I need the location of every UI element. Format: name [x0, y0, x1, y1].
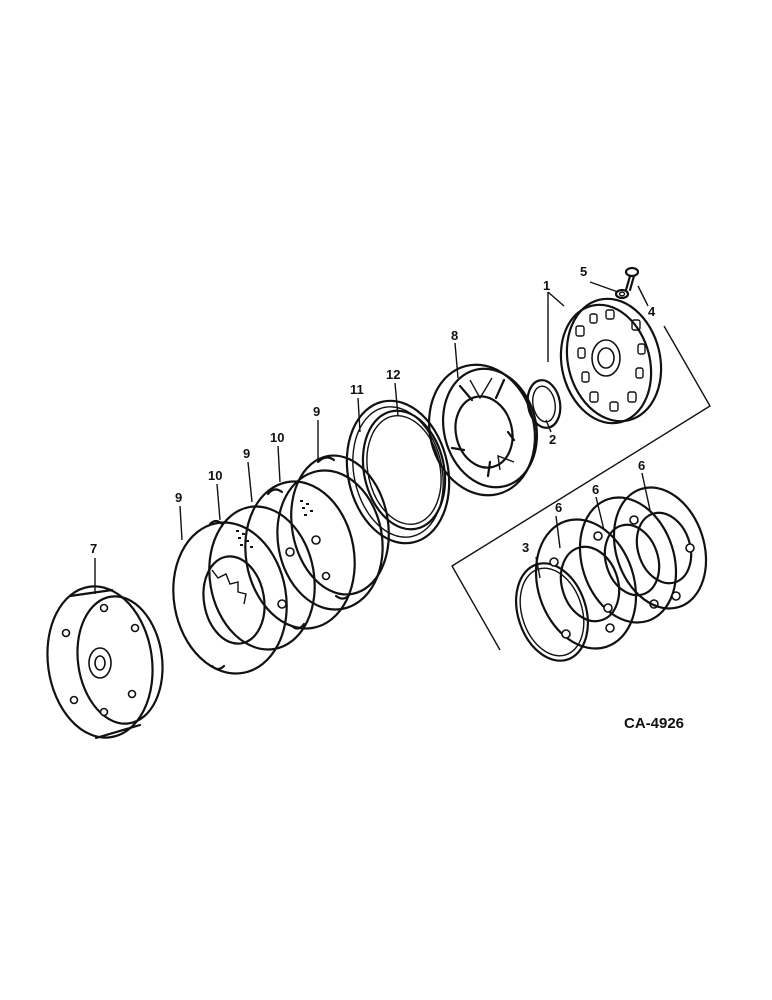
diagram-code: CA-4926: [624, 715, 684, 732]
callout-12: 12: [386, 367, 400, 382]
part-1-housing: [559, 297, 663, 425]
part-6-spacer-rear: [612, 486, 708, 610]
callout-6-middle: 6: [592, 482, 599, 497]
part-4-bolt: [624, 266, 640, 292]
callout-1: 1: [543, 278, 550, 293]
part-6-spacer-front: [534, 518, 638, 650]
callout-2: 2: [549, 432, 556, 447]
part-9-plate-front: [172, 519, 288, 675]
callout-3: 3: [522, 540, 529, 555]
callout-6-rear: 6: [638, 458, 645, 473]
part-3-o-ring: [515, 562, 589, 662]
part-6-spacer-middle: [578, 496, 678, 624]
callout-6-front: 6: [555, 500, 562, 515]
part-9-plate-rear: [290, 454, 390, 600]
callout-9-rear: 9: [313, 404, 320, 419]
callout-10-front: 10: [208, 468, 222, 483]
callout-9-front: 9: [175, 490, 182, 505]
part-5-washer: [614, 288, 630, 300]
part-7-back-plate: [46, 585, 164, 740]
part-12-seal-ring: [361, 409, 447, 531]
part-11-ring: [345, 399, 451, 545]
leader-lines: [94, 281, 651, 594]
part-10-friction-disc-front: [208, 505, 316, 651]
callout-7: 7: [90, 541, 97, 556]
callout-9-middle: 9: [243, 446, 250, 461]
callout-8: 8: [451, 328, 458, 343]
callout-11: 11: [350, 382, 364, 397]
part-10-friction-disc-rear: [276, 469, 384, 611]
callout-4: 4: [648, 304, 656, 319]
callout-5: 5: [580, 264, 587, 279]
group-bracket: [451, 325, 711, 651]
callout-10-rear: 10: [270, 430, 284, 445]
part-9-plate-middle: [244, 480, 356, 630]
